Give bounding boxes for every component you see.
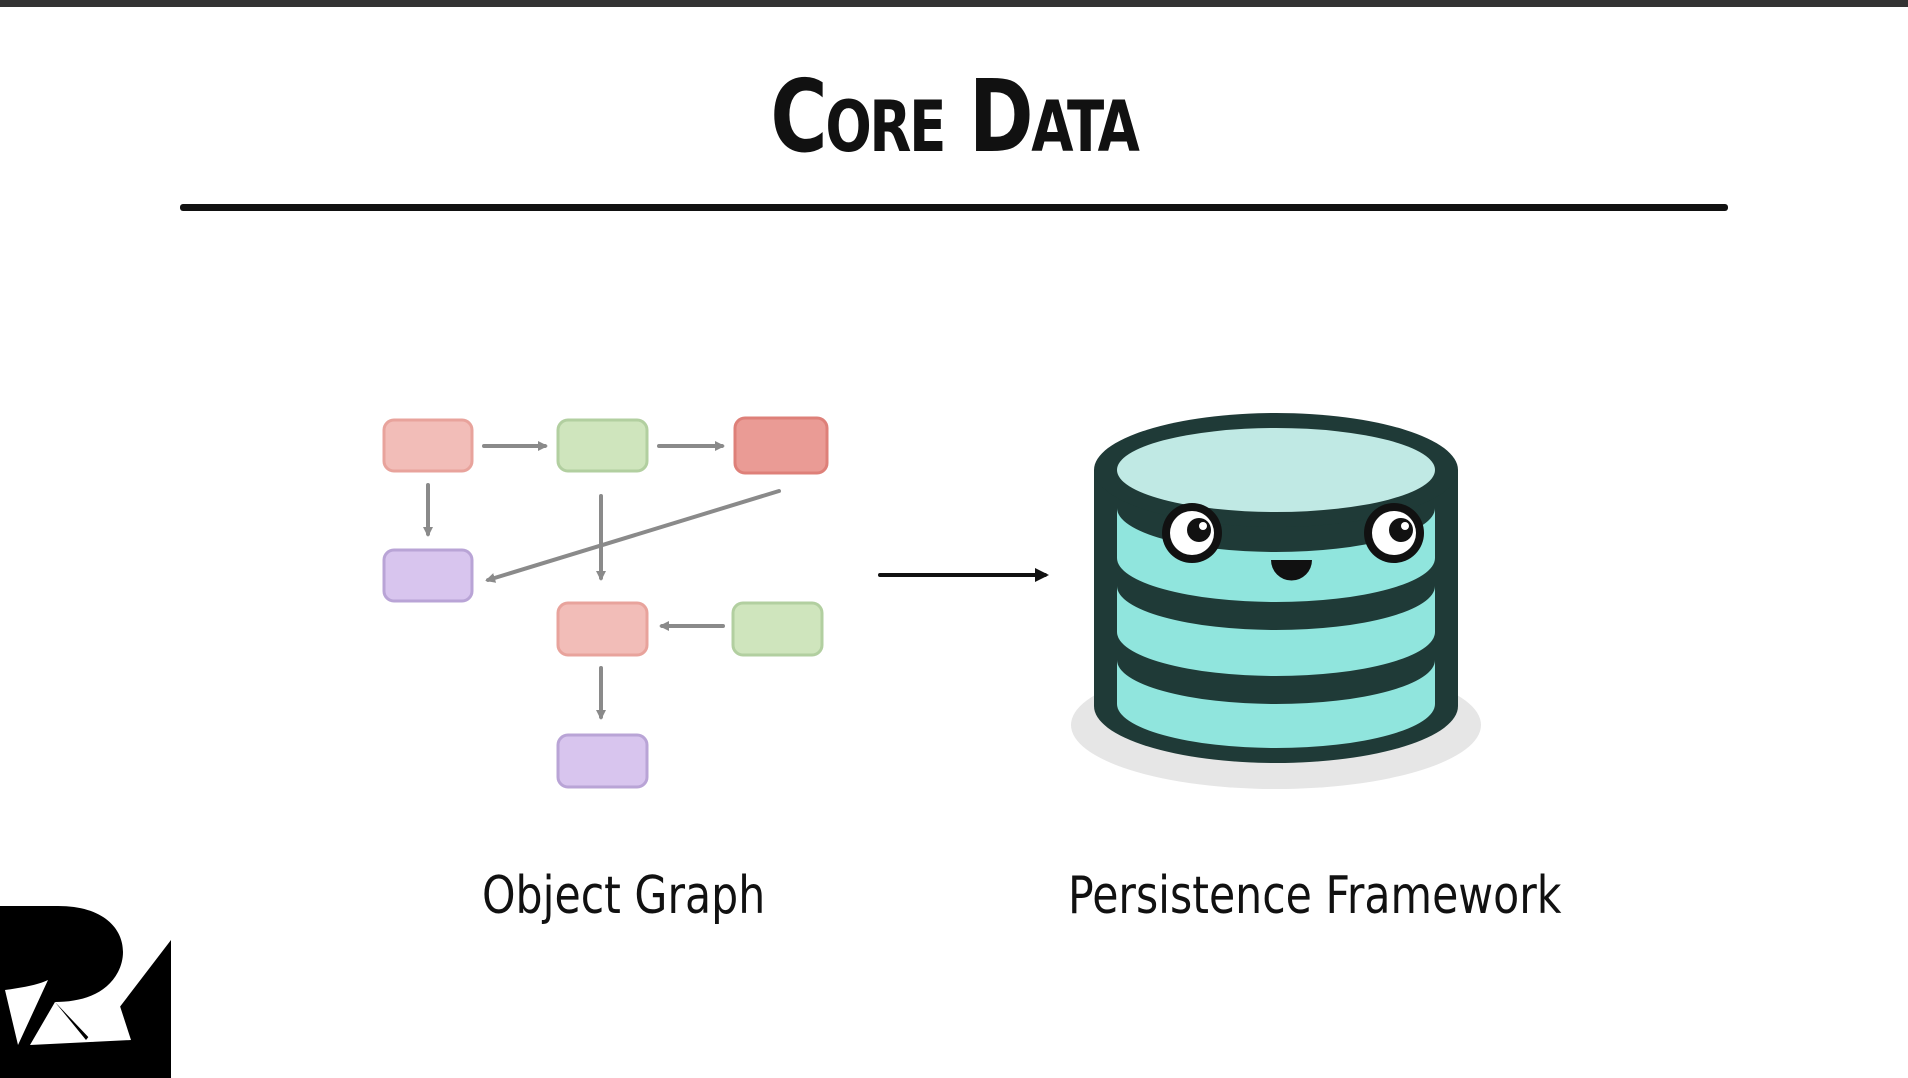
graph-node-pink-1	[382, 418, 474, 473]
title-divider	[180, 204, 1728, 211]
object-graph	[382, 416, 829, 789]
graph-edge-arrow	[485, 489, 781, 583]
graph-node-purple-1	[382, 548, 474, 603]
graph-node-green-2	[731, 601, 824, 657]
graph-node-purple-2	[556, 733, 649, 789]
persistence-framework-label: Persistence Framework	[1068, 866, 1562, 926]
top-bar	[0, 0, 1908, 7]
rw-logo-icon	[0, 906, 171, 1078]
object-graph-label: Object Graph	[482, 866, 766, 926]
graph-node-green-1	[556, 418, 649, 473]
graph-node-pink-2	[556, 601, 649, 657]
database-mascot-icon	[1071, 413, 1481, 789]
slide-title: Core Data	[770, 58, 1139, 175]
graph-node-red-1	[733, 416, 829, 475]
